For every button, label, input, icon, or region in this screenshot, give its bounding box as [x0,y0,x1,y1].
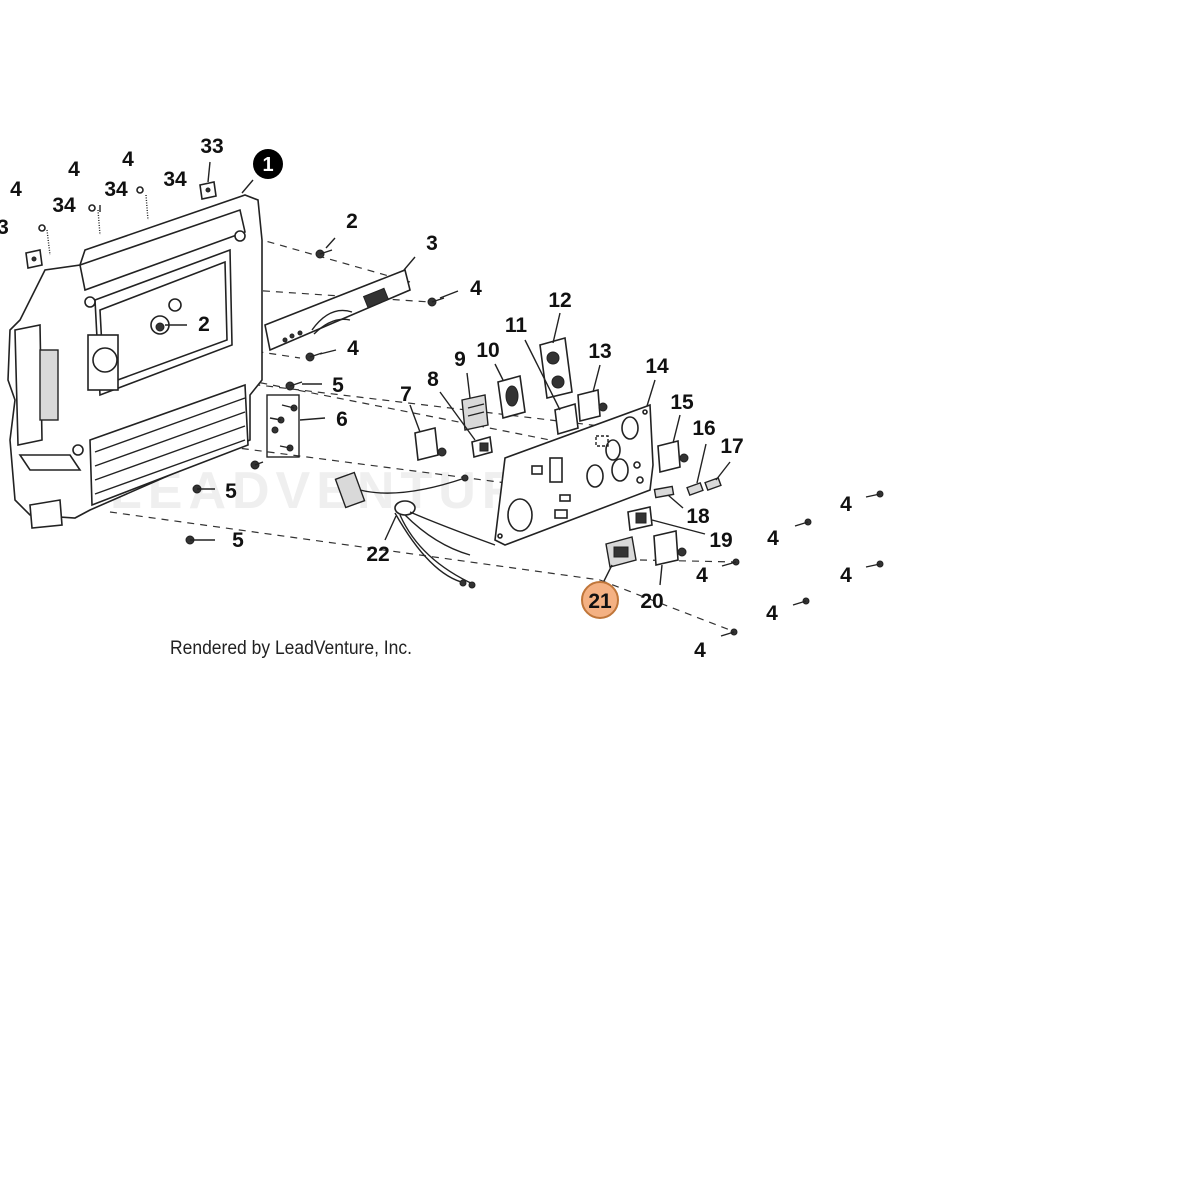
rendered-by-credit: Rendered by LeadVenture, Inc. [170,638,412,659]
callout-20: 20 [640,590,663,613]
screw-4e [721,558,740,567]
control-panel-plate [494,403,654,546]
callout-34b: 34 [104,178,128,201]
callout-12: 12 [548,289,571,312]
screws [155,249,884,637]
springs-34 [46,194,149,256]
callout-4f: 4 [840,493,852,516]
outlet-10 [497,374,526,420]
breaker-13 [577,388,608,423]
clip-33 [199,181,217,200]
callout-2b: 2 [198,313,210,336]
callout-13: 13 [588,340,611,363]
callout-3b: 3 [426,232,438,255]
fuse-17 [704,476,722,492]
callout-4j: 4 [766,602,778,625]
callout-15: 15 [670,391,694,414]
callout-4c: 4 [10,178,22,201]
connector-18 [653,485,675,499]
callout-5c: 5 [232,529,244,552]
screw-4a [427,297,445,307]
clip-left [25,249,43,269]
callout-4i: 4 [840,564,852,587]
screw-5b [250,460,264,470]
screw-2a [315,249,333,259]
breaker-7 [414,427,447,461]
callout-34c: 34 [52,194,76,217]
meter-plate [264,268,411,352]
switch-8 [471,435,493,459]
screw-4b [305,352,323,362]
screw-4g [792,597,810,606]
screw-5c [192,484,215,494]
callout-21-label: 21 [588,590,612,613]
screw-5a [285,381,303,391]
callout-34a: 34 [163,168,187,191]
watermark-text: LEADVENTURE [110,462,566,520]
screw-5d [185,535,215,545]
screw-2b [155,322,165,332]
callout-4h: 4 [696,564,708,587]
callout-22: 22 [366,543,389,566]
callout-14: 14 [645,355,669,378]
callout-11: 11 [505,314,528,337]
switch-19 [627,506,653,531]
screw-4f [865,560,884,568]
callout-4a: 4 [122,148,134,171]
module-21 [605,536,637,568]
callout-1-label: 1 [262,154,273,176]
callout-4g: 4 [767,527,779,550]
duplex-outlet-12 [539,336,573,399]
breaker-20 [653,530,687,566]
callout-5a: 5 [332,374,344,397]
callout-2a: 2 [346,210,358,233]
callout-18: 18 [686,505,710,528]
screw-4c [865,490,884,498]
callout-9: 9 [454,348,466,371]
bracket-11 [554,402,579,436]
callout-1: 1 [253,149,283,179]
callout-4d: 4 [470,277,482,300]
callout-10: 10 [476,339,499,362]
breaker-15 [657,439,689,474]
callout-4k: 4 [694,639,706,662]
wire-harness-22 [334,471,496,589]
callout-16: 16 [692,417,715,440]
callout-4e: 4 [347,337,359,360]
terminal-block-9 [461,394,489,431]
front-panel-housing [7,194,263,529]
screw-4h [720,628,738,637]
callout-21-highlight: 21 [581,581,619,619]
screws-top [38,186,144,232]
fuse-16 [686,481,704,497]
callout-6: 6 [336,408,348,431]
callout-labels: 33 4 4 4 34 34 34 3 2 3 4 2 4 5 6 5 5 7 … [0,135,852,662]
leader-lines [99,161,731,586]
callout-5b: 5 [225,480,237,503]
callout-4b: 4 [68,158,80,181]
callout-33: 33 [200,135,223,158]
callout-3a: 3 [0,216,9,239]
callout-19: 19 [709,529,732,552]
screw-4d [794,518,812,527]
callout-17: 17 [720,435,743,458]
screw-set-box [266,394,300,458]
callout-8: 8 [427,368,439,391]
callout-7: 7 [400,383,412,406]
